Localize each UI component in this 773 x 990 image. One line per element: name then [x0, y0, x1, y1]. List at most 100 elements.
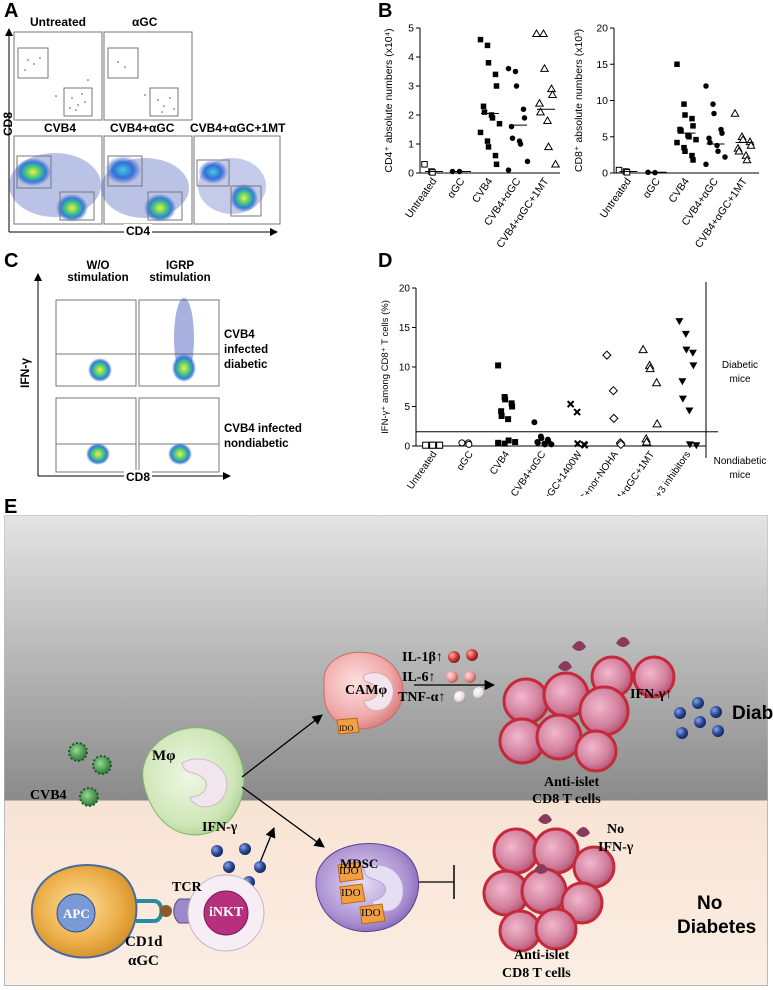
tnfa-dot-icon	[454, 691, 466, 703]
y-tick-label: 20	[399, 284, 411, 295]
y-tick-label: 10	[399, 363, 411, 374]
data-point	[615, 166, 623, 174]
tcr-label: TCR	[172, 880, 202, 895]
y-tick-label: 1	[408, 139, 414, 151]
y-tick-label: 2	[408, 110, 414, 122]
data-point	[682, 148, 688, 154]
data-point	[496, 120, 503, 127]
apc-label: APC	[63, 906, 90, 921]
ifn-label: IFN-γ	[202, 820, 238, 835]
tnfa-label: TNF-α↑	[398, 690, 446, 705]
x-tick-label: αGC	[641, 176, 664, 201]
data-point	[706, 135, 712, 141]
data-point	[682, 346, 691, 354]
data-point	[495, 439, 502, 446]
data-point	[685, 407, 694, 415]
data-point	[512, 439, 519, 446]
series-0	[422, 441, 444, 449]
data-point	[746, 140, 756, 149]
series-3	[703, 83, 728, 168]
data-point	[638, 344, 648, 354]
panel-a-x-label: CD4	[124, 224, 153, 238]
mdsc-label: MDSC	[340, 856, 379, 871]
panel-c-col-wo: W/O stimulation	[67, 260, 129, 284]
series-4	[566, 400, 589, 449]
data-point	[517, 141, 524, 147]
data-point	[547, 89, 558, 98]
data-point	[651, 377, 662, 387]
anti-islet-bottom-line1: Anti-islet	[514, 948, 570, 963]
data-point	[465, 440, 473, 448]
data-point	[505, 437, 512, 444]
x-tick-label: CVB4	[470, 176, 496, 205]
data-point	[645, 169, 651, 176]
data-point	[641, 437, 652, 446]
data-point	[509, 135, 516, 141]
data-point	[742, 155, 752, 164]
panel-a-title-cvb4: CVB4	[44, 121, 77, 135]
series-2	[495, 362, 519, 447]
data-point	[421, 161, 428, 168]
data-point	[539, 63, 550, 72]
data-point	[458, 439, 466, 447]
y-tick-label: 0	[602, 168, 608, 180]
data-point	[580, 441, 589, 449]
data-point	[678, 128, 684, 134]
y-tick-label: 10	[596, 95, 608, 107]
data-point	[484, 42, 491, 49]
data-point	[485, 60, 492, 66]
ifn-dots-top-icon	[674, 697, 724, 739]
data-point	[674, 139, 680, 146]
no-diabetes-line2: Diabetes	[677, 917, 757, 938]
mphi-label: Mφ	[152, 748, 176, 764]
data-point	[512, 68, 519, 75]
data-point	[534, 98, 545, 107]
data-point	[689, 152, 695, 159]
panel-a-flow-plots	[5, 28, 281, 236]
data-point	[449, 168, 456, 175]
data-point	[678, 378, 687, 386]
anti-islet-top-line1: Anti-islet	[544, 775, 600, 790]
x-tick-label: Untreated	[598, 176, 634, 221]
y-tick-label: 5	[408, 23, 414, 35]
il6-label: IL-6↑	[402, 670, 436, 685]
data-point	[493, 161, 500, 168]
data-point	[481, 109, 488, 115]
data-point	[520, 106, 527, 112]
data-point	[609, 413, 619, 424]
apc-cell-icon	[30, 864, 138, 959]
data-point	[550, 159, 561, 168]
data-point	[484, 138, 491, 144]
no-diabetes-line1: No	[697, 893, 723, 914]
data-point	[573, 408, 581, 416]
mdsc-cell-icon	[315, 843, 420, 933]
anti-islet-cd8-bottom-icon	[482, 814, 616, 953]
camphi-ido-label: IDO	[339, 724, 354, 733]
x-tick-label: Untreated	[403, 176, 439, 221]
data-point	[682, 112, 688, 118]
y-axis-label: CD4⁺ absolute numbers (x10⁴)	[383, 28, 395, 172]
x-tick-label: Untreated	[405, 449, 439, 491]
x-tick-label: αGC	[455, 449, 476, 472]
il1b-dot-icon	[466, 649, 478, 661]
panel-a-title-cvb4-agc: CVB4+αGC	[110, 121, 175, 135]
data-point	[508, 400, 515, 407]
data-point	[501, 440, 508, 447]
data-point	[498, 408, 505, 415]
data-point	[734, 146, 744, 155]
y-tick-label: 0	[408, 168, 414, 180]
series-1	[458, 439, 473, 448]
y-tick-label: 15	[399, 323, 411, 334]
data-point	[477, 36, 484, 43]
data-point	[534, 439, 541, 446]
ifn-up-label: IFN-γ↑	[630, 687, 673, 702]
data-point	[722, 154, 728, 160]
ifn-dots-bottom-icon	[211, 843, 266, 888]
inkt-cell-icon	[187, 874, 265, 952]
data-point	[685, 441, 694, 449]
camphi-cell-icon	[323, 651, 404, 735]
data-point	[710, 101, 716, 107]
data-point	[703, 161, 709, 168]
data-point	[692, 442, 701, 450]
